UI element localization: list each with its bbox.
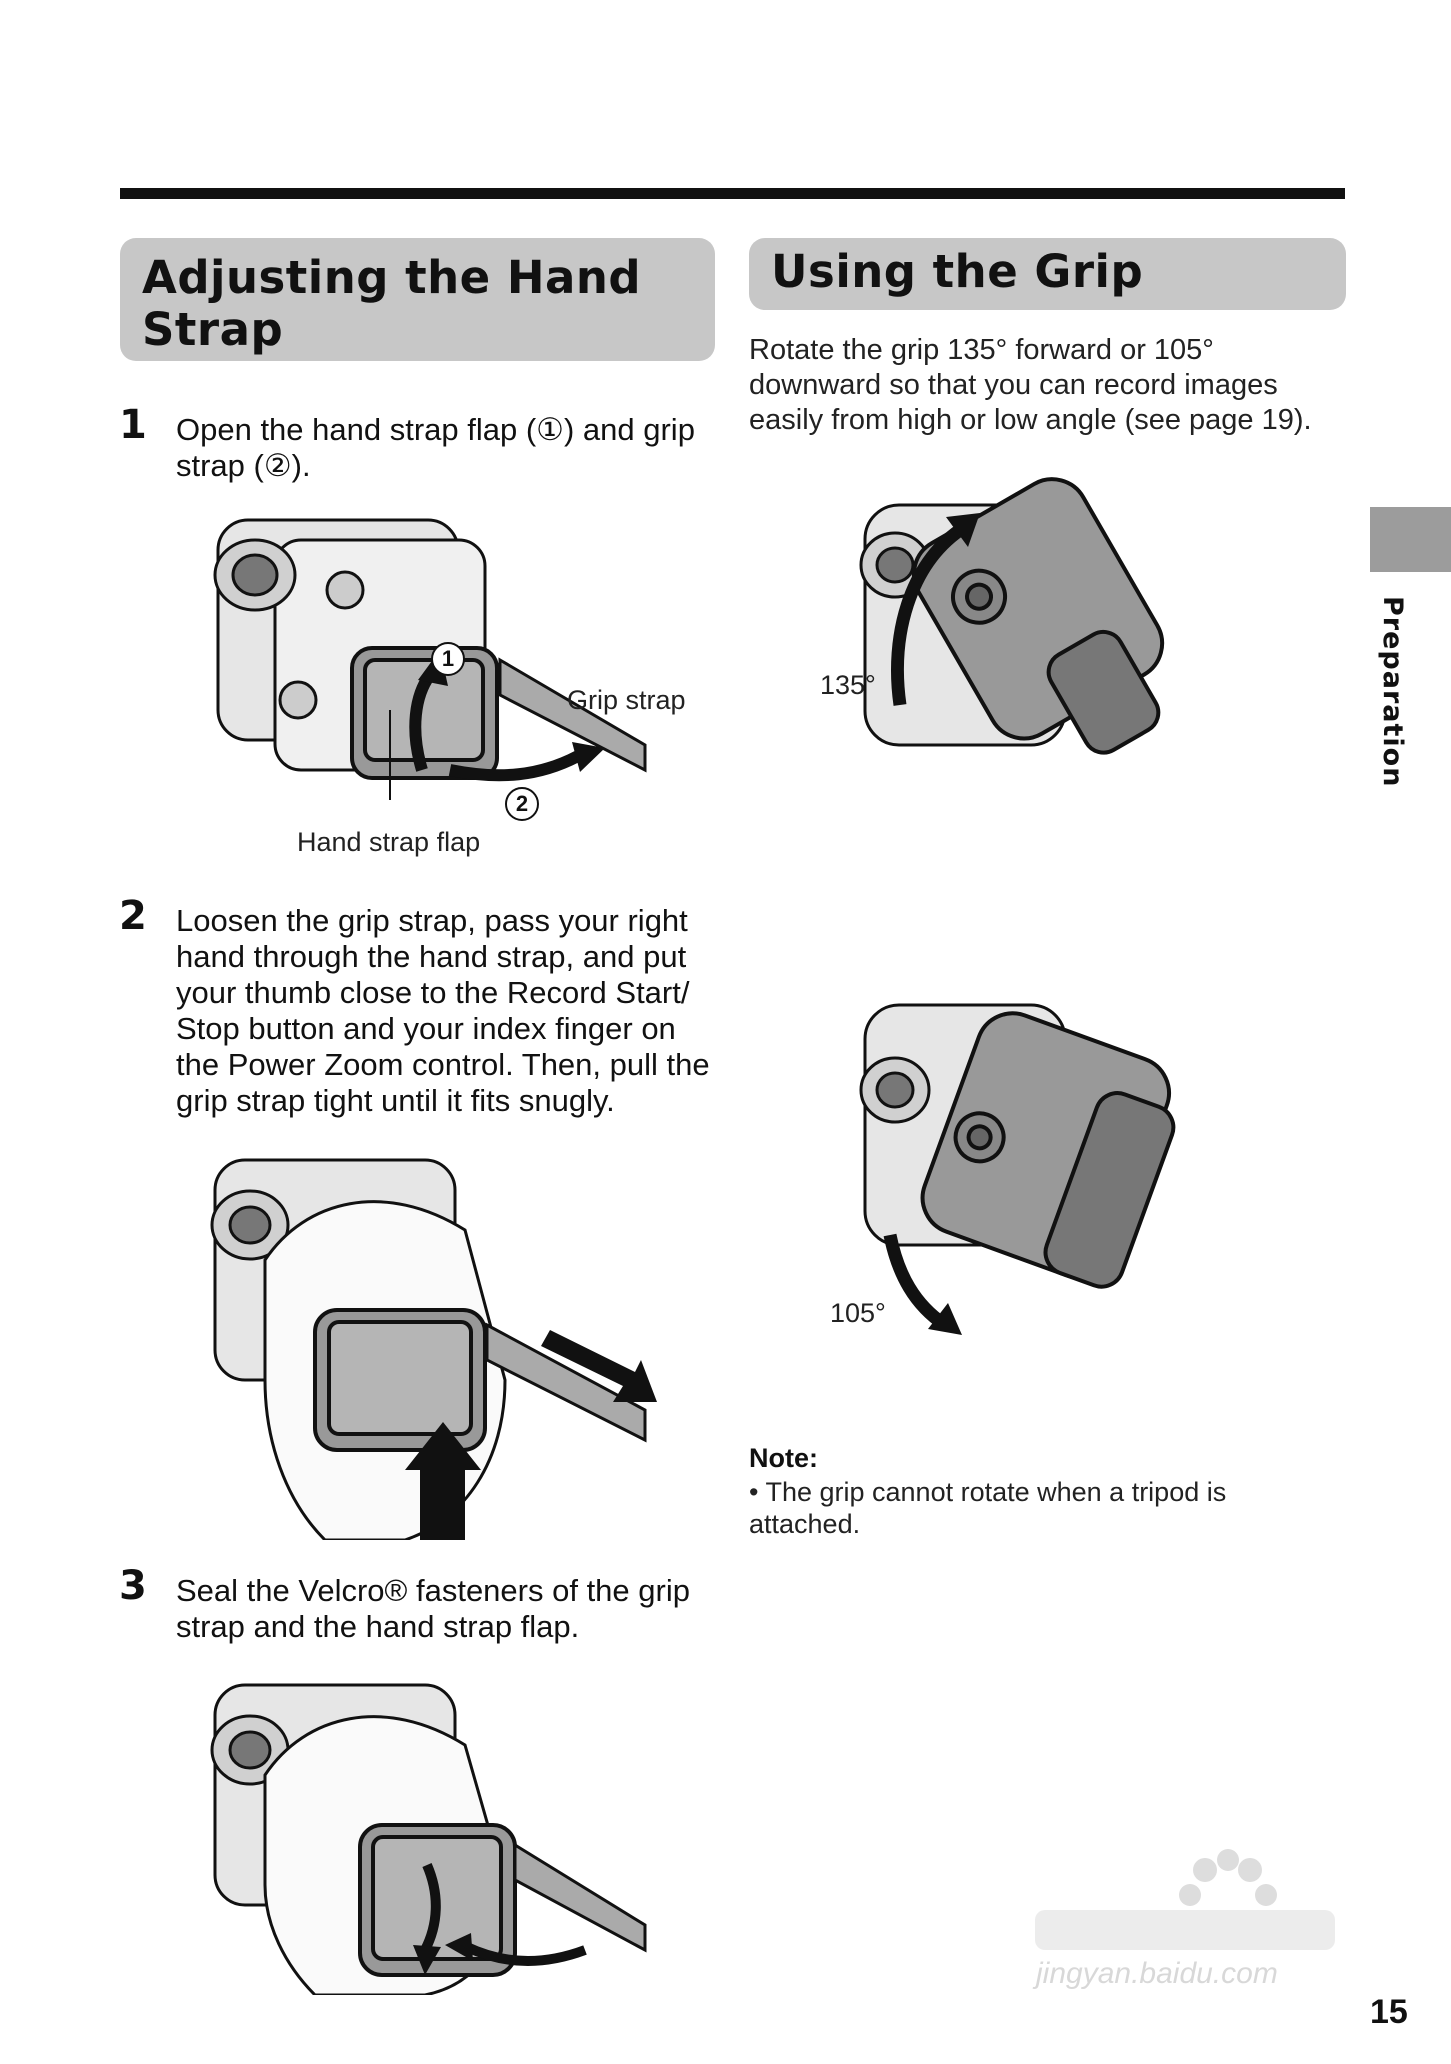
intro-text: Rotate the grip 135° forward or 105° dow… xyxy=(749,334,1312,436)
arrow-push-up xyxy=(405,1422,481,1540)
arrow-pull xyxy=(541,1330,657,1402)
hand-strap-flap xyxy=(350,646,499,780)
grip-strap-label: Grip strap xyxy=(567,685,686,715)
figure-seal-velcro xyxy=(210,1683,647,1995)
grip-strap-band xyxy=(513,1842,647,1953)
arrow-rotate-forward xyxy=(891,524,964,706)
arrow-right xyxy=(448,750,581,782)
section-title: Using the Grip xyxy=(771,245,1144,298)
rotated-grip xyxy=(920,1011,1176,1289)
step-text: Seal the Velcro® fasteners of the grip s… xyxy=(176,1573,690,1644)
arrow-rotate-down xyxy=(883,1233,949,1331)
watermark-logo xyxy=(1035,1849,1335,1950)
section-tab-label: Preparation xyxy=(1377,596,1408,788)
note-item: • The grip cannot rotate when a tripod i… xyxy=(749,1477,1227,1539)
step-number: 1 xyxy=(119,402,147,448)
callout-2-label: 2 xyxy=(515,791,529,816)
callout-2: 2 xyxy=(505,787,539,821)
arrow-left xyxy=(464,1942,587,1966)
step-number: 2 xyxy=(119,893,147,939)
section-heading-hand-strap: Adjusting the Hand Strap xyxy=(120,238,715,361)
watermark-text: jingyan.baidu.com xyxy=(1036,1957,1278,1990)
callout-1-label: 1 xyxy=(441,646,455,671)
section-tab-marker xyxy=(1370,507,1451,572)
section-title: Adjusting the Hand Strap xyxy=(142,251,642,356)
arrow-down xyxy=(420,1863,441,1953)
note-title: Note: xyxy=(749,1443,818,1473)
angle-135-label: 135° xyxy=(820,670,876,700)
angle-105-label: 105° xyxy=(830,1298,886,1328)
figure-hand-in-strap xyxy=(210,1158,657,1540)
hand-strap-flap-label: Hand strap flap xyxy=(297,827,481,857)
grip-strap-band xyxy=(498,657,647,773)
figure-grip-135 xyxy=(859,477,1165,755)
step-text: Loosen the grip strap, pass your right h… xyxy=(176,903,710,1118)
section-heading-using-grip: Using the Grip xyxy=(749,238,1346,310)
step-text: Open the hand strap flap (①) and grip st… xyxy=(176,412,695,483)
top-rule xyxy=(120,188,1345,199)
grip-strap-band xyxy=(485,1322,647,1443)
callout-1: 1 xyxy=(431,642,465,676)
page-number: 15 xyxy=(1370,1993,1408,2031)
step-number: 3 xyxy=(119,1563,147,1609)
hand-strap-flap xyxy=(313,1308,487,1452)
figure-grip-105 xyxy=(859,1003,1176,1335)
arrow-up xyxy=(409,671,435,772)
figure-open-strap xyxy=(213,518,647,800)
rotated-grip xyxy=(911,477,1165,755)
